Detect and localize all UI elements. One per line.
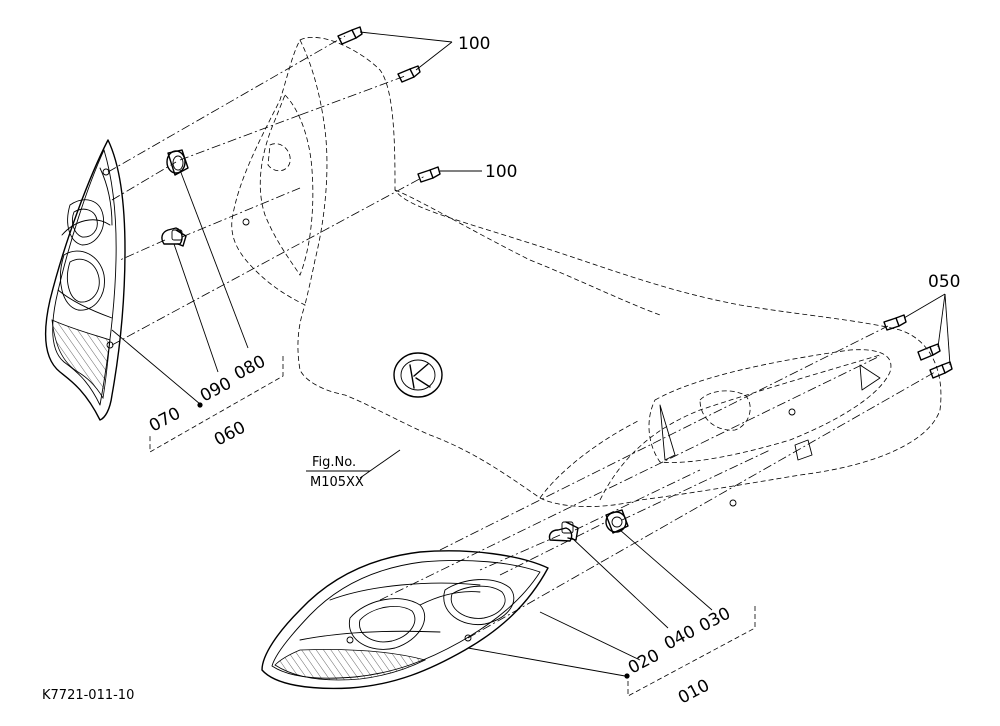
callout-090: 090 — [197, 374, 235, 407]
figure-ref-label: Fig.No. — [312, 455, 356, 470]
callout-060: 060 — [211, 418, 249, 451]
alignment-lines — [107, 35, 936, 639]
drawing-number: K7721-011-10 — [42, 688, 134, 703]
bonnet-emblem — [393, 352, 443, 398]
callout-010: 010 — [675, 676, 713, 709]
screw-icon — [397, 65, 421, 83]
callout-050: 050 — [928, 272, 960, 292]
group-bracket-010 — [627, 606, 756, 697]
screw-icon — [337, 26, 363, 45]
lamp-assembly-left — [45, 139, 126, 421]
callout-100-mid: 100 — [485, 162, 517, 182]
figure-ref-number: M105XX — [310, 475, 364, 490]
callout-dot — [624, 673, 630, 679]
callout-dot — [197, 402, 203, 408]
callout-100-top: 100 — [458, 34, 490, 54]
tractor-bonnet — [231, 36, 942, 507]
screw-icon — [917, 343, 941, 361]
screw-icon — [417, 166, 441, 183]
callout-020: 020 — [625, 646, 663, 679]
callout-070: 070 — [146, 404, 184, 437]
screw-icon — [929, 361, 953, 379]
screw-icon — [883, 314, 907, 331]
bulb-socket-left — [166, 149, 189, 176]
group-bracket-060 — [149, 356, 284, 453]
bulb-socket-right — [605, 509, 629, 534]
callout-080: 080 — [231, 352, 269, 385]
leader-lines — [111, 31, 951, 677]
screws — [337, 26, 953, 379]
callout-030: 030 — [696, 604, 734, 637]
lamp-assembly-right — [261, 550, 549, 690]
bulb-left — [161, 227, 187, 247]
